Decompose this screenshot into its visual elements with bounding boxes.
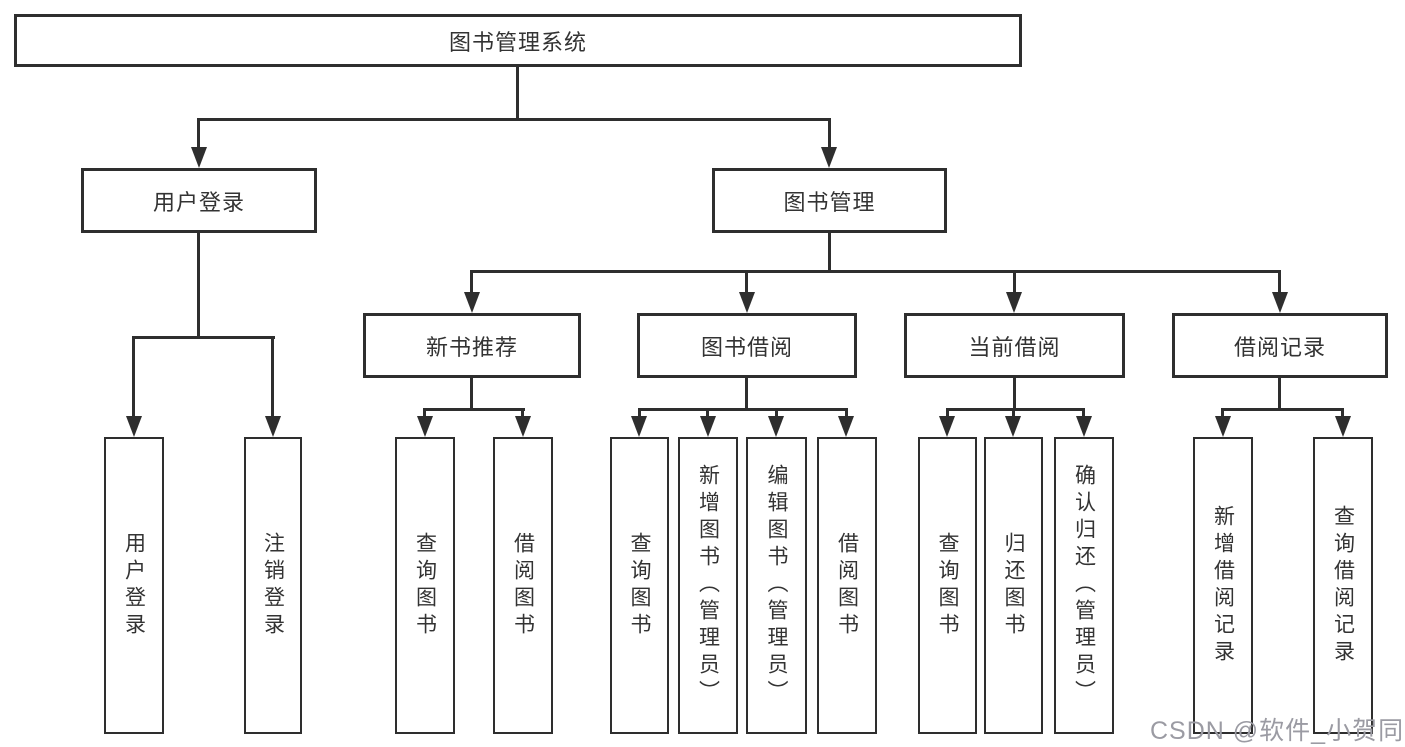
leaf-confirm-return-admin: 确认归还（管理员） (1054, 437, 1114, 734)
connector-root-split (197, 118, 831, 121)
connector-to-leaf-login (132, 336, 135, 419)
arrowhead-down-icon (265, 416, 281, 437)
leaf-return-books: 归还图书 (984, 437, 1043, 734)
connector-user-login-stem (197, 230, 200, 339)
leaf-user-login: 用户登录 (104, 437, 164, 734)
connector-current-borrow-stem (1013, 375, 1016, 411)
node-root: 图书管理系统 (14, 14, 1022, 67)
arrowhead-down-icon (191, 147, 207, 168)
node-book-borrow: 图书借阅 (637, 313, 857, 378)
connector-user-login-split (132, 336, 275, 339)
connector-leaf-stem (706, 408, 709, 419)
leaf-query-books-borrow: 查询图书 (610, 437, 669, 734)
connector-borrow-records-split (1221, 408, 1344, 411)
node-book-mgmt: 图书管理 (712, 168, 947, 233)
node-user-login: 用户登录 (81, 168, 317, 233)
connector-book-mgmt-split (470, 270, 1281, 273)
arrowhead-down-icon (1005, 416, 1021, 437)
arrowhead-down-icon (515, 416, 531, 437)
connector-book-borrow-stem (745, 375, 748, 411)
connector-leaf-stem (845, 408, 848, 419)
node-borrow-records: 借阅记录 (1172, 313, 1388, 378)
connector-to-book-borrow (745, 270, 748, 296)
leaf-query-books-current: 查询图书 (918, 437, 977, 734)
connector-borrow-records-stem (1278, 375, 1281, 411)
connector-leaf-stem (423, 408, 426, 419)
arrowhead-down-icon (939, 416, 955, 437)
arrowhead-down-icon (768, 416, 784, 437)
connector-leaf-stem (1082, 408, 1085, 419)
arrowhead-down-icon (464, 292, 480, 313)
leaf-query-books-new: 查询图书 (395, 437, 455, 734)
arrowhead-down-icon (1076, 416, 1092, 437)
arrowhead-down-icon (821, 147, 837, 168)
arrowhead-down-icon (631, 416, 647, 437)
leaf-query-borrow-record: 查询借阅记录 (1313, 437, 1373, 734)
leaf-borrow-books: 借阅图书 (817, 437, 877, 734)
connector-to-borrow-records (1278, 270, 1281, 296)
connector-leaf-stem (638, 408, 641, 419)
arrowhead-down-icon (417, 416, 433, 437)
connector-book-borrow-split (638, 408, 848, 411)
connector-to-user-login (197, 118, 200, 149)
connector-new-books-stem (470, 375, 473, 411)
connector-to-book-mgmt (828, 118, 831, 149)
arrowhead-down-icon (739, 292, 755, 313)
connector-to-new-books (470, 270, 473, 296)
arrowhead-down-icon (1006, 292, 1022, 313)
arrowhead-down-icon (126, 416, 142, 437)
connector-leaf-stem (1012, 408, 1015, 419)
leaf-borrow-books-new: 借阅图书 (493, 437, 553, 734)
arrowhead-down-icon (1215, 416, 1231, 437)
connector-book-mgmt-stem (828, 230, 831, 273)
node-current-borrow: 当前借阅 (904, 313, 1125, 378)
connector-root-stem (516, 65, 519, 121)
connector-leaf-stem (775, 408, 778, 419)
watermark: CSDN @软件_小贺同学 (1150, 717, 1405, 745)
connector-new-books-split (423, 408, 525, 411)
leaf-add-borrow-record: 新增借阅记录 (1193, 437, 1253, 734)
connector-to-leaf-logout (271, 336, 274, 419)
arrowhead-down-icon (838, 416, 854, 437)
connector-current-borrow-split (946, 408, 1085, 411)
arrowhead-down-icon (700, 416, 716, 437)
node-new-books: 新书推荐 (363, 313, 581, 378)
leaf-logout-login: 注销登录 (244, 437, 302, 734)
arrowhead-down-icon (1335, 416, 1351, 437)
leaf-add-books-admin: 新增图书（管理员） (678, 437, 738, 734)
connector-leaf-stem (946, 408, 949, 419)
connector-leaf-stem (1221, 408, 1224, 419)
connector-leaf-stem (1341, 408, 1344, 419)
connector-to-current-borrow (1013, 270, 1016, 296)
connector-leaf-stem (521, 408, 524, 419)
leaf-edit-books-admin: 编辑图书（管理员） (746, 437, 807, 734)
arrowhead-down-icon (1272, 292, 1288, 313)
